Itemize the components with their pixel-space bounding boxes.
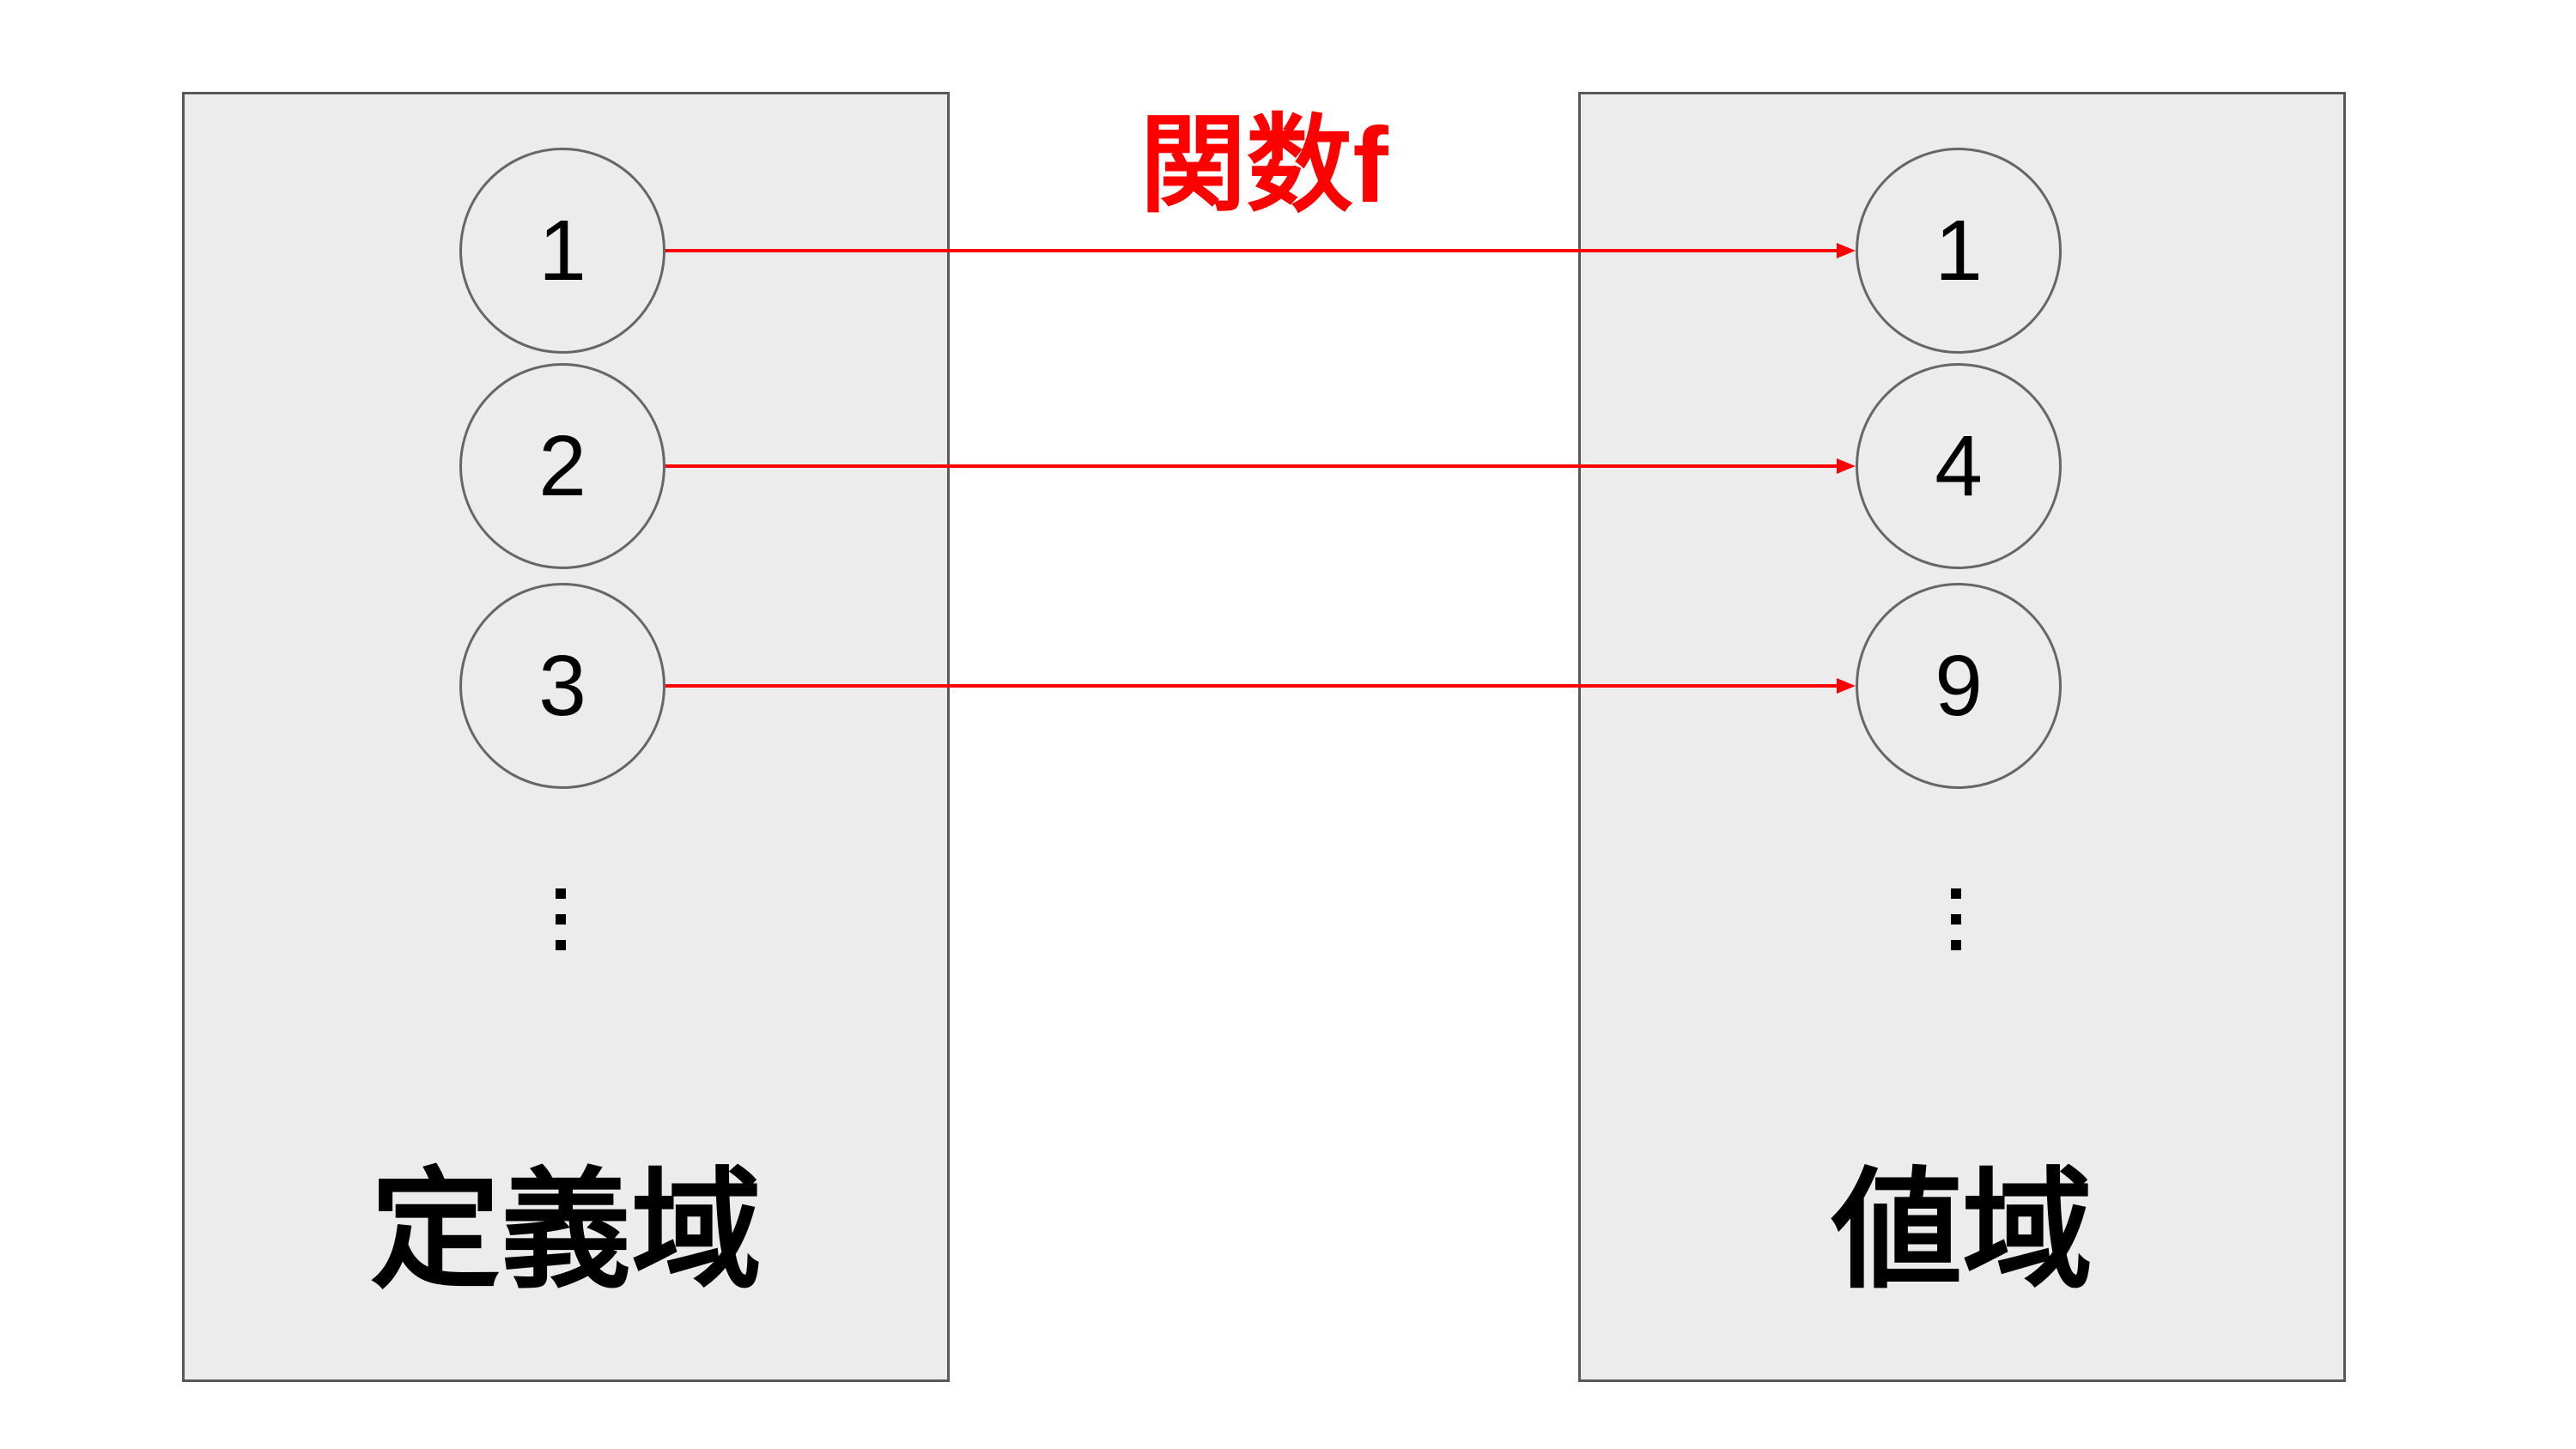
arrow-line — [665, 464, 1838, 468]
arrowhead-icon — [1837, 243, 1856, 258]
range-node-9: 9 — [1856, 583, 2062, 789]
domain-node-2: 2 — [459, 363, 665, 569]
arrow-line — [665, 684, 1838, 688]
ellipsis-dot — [556, 914, 566, 925]
ellipsis-dot — [556, 940, 566, 950]
vertical-ellipsis-icon — [1951, 888, 1961, 950]
range-label: 値域 — [1832, 1158, 2093, 1304]
ellipsis-dot — [556, 888, 566, 899]
arrow-line — [665, 249, 1838, 252]
arrowhead-icon — [1837, 458, 1856, 474]
domain-label: 定義域 — [370, 1158, 762, 1304]
domain-node-3: 3 — [459, 583, 665, 789]
function-title: 関数f — [1139, 106, 1388, 225]
vertical-ellipsis-icon — [556, 888, 566, 950]
domain-node-1: 1 — [459, 148, 665, 354]
range-node-1: 1 — [1856, 148, 2062, 354]
ellipsis-dot — [1951, 940, 1961, 950]
ellipsis-dot — [1951, 888, 1961, 899]
arrowhead-icon — [1837, 678, 1856, 694]
ellipsis-dot — [1951, 914, 1961, 925]
range-node-4: 4 — [1856, 363, 2062, 569]
